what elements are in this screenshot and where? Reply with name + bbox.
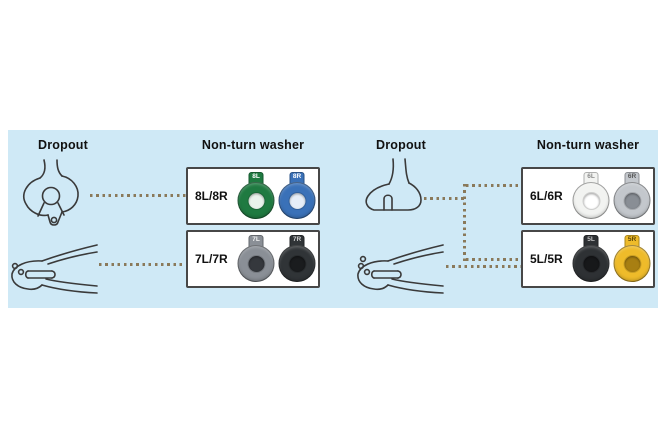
washer-ring bbox=[572, 245, 610, 282]
washer-box-label: 6L/6R bbox=[530, 189, 563, 203]
washer-box-7: 7L/7R 7L 7R bbox=[186, 230, 320, 288]
dotted-connector bbox=[90, 194, 186, 197]
vertical-dropout-hanger-art bbox=[14, 157, 92, 229]
vertical-dropout-art bbox=[356, 157, 436, 223]
washer-group: 8L 8R bbox=[237, 171, 316, 221]
washer-group: 6L 6R bbox=[572, 171, 651, 221]
washer-marking: 7L bbox=[252, 236, 260, 243]
washer-hole bbox=[248, 192, 264, 209]
washer-ring bbox=[278, 182, 316, 219]
washer-6L: 6L bbox=[572, 171, 610, 221]
washer-marking: 7R bbox=[292, 236, 302, 243]
washer-hole bbox=[624, 192, 640, 209]
washer-ring bbox=[237, 182, 275, 219]
washer-hole bbox=[289, 255, 305, 272]
washer-group: 7L 7R bbox=[237, 234, 316, 284]
left-washer-header: Non-turn washer bbox=[201, 138, 305, 152]
washer-8R: 8R bbox=[278, 171, 316, 221]
washer-marking: 8R bbox=[292, 173, 302, 180]
dotted-connector bbox=[446, 265, 521, 268]
washer-ring bbox=[237, 245, 275, 282]
washer-box-6: 6L/6R 6L 6R bbox=[521, 167, 655, 225]
washer-box-8: 8L/8R 8L 8R bbox=[186, 167, 320, 225]
washer-hole bbox=[583, 192, 599, 209]
dotted-connector bbox=[424, 197, 465, 200]
horizontal-dropout-art bbox=[6, 241, 98, 299]
washer-7R: 7R bbox=[278, 234, 316, 284]
horizontal-dropout-art-2 bbox=[352, 241, 444, 299]
washer-6R: 6R bbox=[613, 171, 651, 221]
washer-box-label: 5L/5R bbox=[530, 252, 563, 266]
washer-8L: 8L bbox=[237, 171, 275, 221]
washer-5R: 5R bbox=[613, 234, 651, 284]
dotted-connector bbox=[466, 258, 521, 261]
washer-hole bbox=[624, 255, 640, 272]
washer-group: 5L 5R bbox=[572, 234, 651, 284]
dotted-connector-branch bbox=[463, 184, 466, 262]
washer-hole bbox=[289, 192, 305, 209]
washer-ring bbox=[613, 182, 651, 219]
dotted-connector bbox=[99, 263, 186, 266]
washer-marking: 5R bbox=[627, 236, 637, 243]
washer-box-5: 5L/5R 5L 5R bbox=[521, 230, 655, 288]
washer-ring bbox=[278, 245, 316, 282]
washer-hole bbox=[248, 255, 264, 272]
washer-marking: 6R bbox=[627, 173, 637, 180]
washer-marking: 5L bbox=[587, 236, 595, 243]
washer-box-label: 8L/8R bbox=[195, 189, 228, 203]
washer-marking: 6L bbox=[587, 173, 595, 180]
washer-hole bbox=[583, 255, 599, 272]
left-dropout-header: Dropout bbox=[38, 138, 88, 152]
washer-ring bbox=[613, 245, 651, 282]
dotted-connector bbox=[466, 184, 521, 187]
washer-box-label: 7L/7R bbox=[195, 252, 228, 266]
right-dropout-header: Dropout bbox=[376, 138, 426, 152]
washer-ring bbox=[572, 182, 610, 219]
washer-marking: 8L bbox=[252, 173, 260, 180]
right-washer-header: Non-turn washer bbox=[536, 138, 640, 152]
washer-7L: 7L bbox=[237, 234, 275, 284]
washer-5L: 5L bbox=[572, 234, 610, 284]
